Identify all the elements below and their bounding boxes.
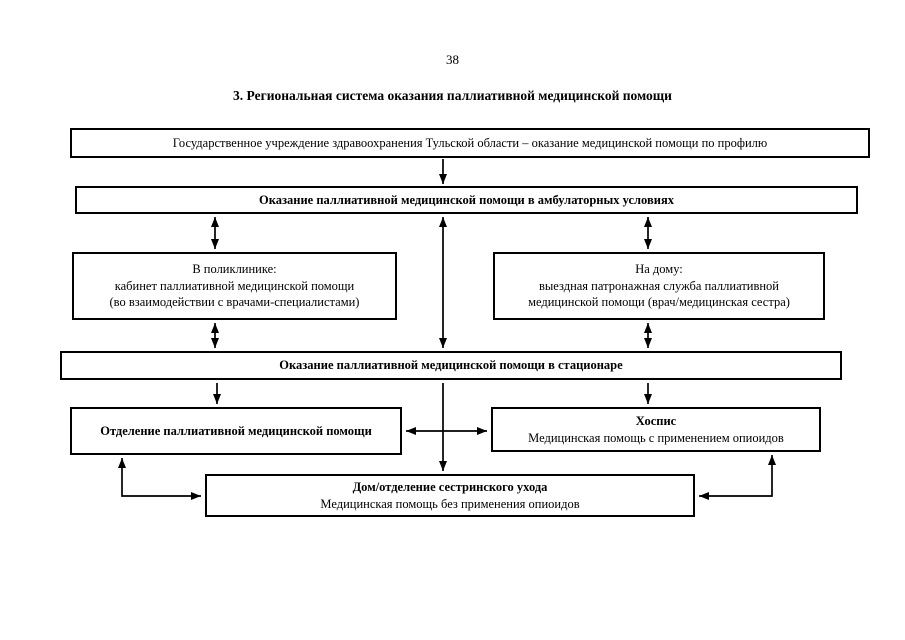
box-inpatient-care-label: Оказание паллиативной медицинской помощи… <box>279 358 623 373</box>
page-number: 38 <box>446 52 459 67</box>
box-outpatient-care-label: Оказание паллиативной медицинской помощи… <box>259 192 674 207</box>
nursing-subtitle: Медицинская помощь без применения опиоид… <box>320 496 580 511</box>
box-palliative-department-label: Отделение паллиативной медицинской помощ… <box>100 423 372 438</box>
arrow-hospice-nursing-elbow <box>699 455 776 500</box>
home-line-3: медицинской помощи (врач/медицинская сес… <box>528 295 790 310</box>
box-palliative-department: Отделение паллиативной медицинской помощ… <box>70 407 402 455</box>
box-gov-institution: Государственное учреждение здравоохранен… <box>70 128 870 158</box>
box-gov-institution-label: Государственное учреждение здравоохранен… <box>172 135 768 150</box>
box-outpatient-care: Оказание паллиативной медицинской помощи… <box>75 186 858 214</box>
box-polyclinic-cabinet: В поликлинике: кабинет паллиативной меди… <box>72 252 397 320</box>
polyclinic-line-1: В поликлинике: <box>192 262 277 277</box>
polyclinic-line-2: кабинет паллиативной медицинской помощи <box>114 278 355 293</box>
home-line-1: На дому: <box>635 262 683 277</box>
hospice-title: Хоспис <box>635 414 677 428</box>
arrow-department-nursing-elbow <box>118 458 201 500</box>
home-line-2: выездная патронажная служба паллиативной <box>539 278 779 293</box>
box-nursing-care-home: Дом/отделение сестринского ухода Медицин… <box>205 474 695 517</box>
box-home-patronage-service: На дому: выездная патронажная служба пал… <box>493 252 825 320</box>
box-inpatient-care: Оказание паллиативной медицинской помощи… <box>60 351 842 380</box>
box-hospice: Хоспис Медицинская помощь с применением … <box>491 407 821 452</box>
diagram-title: 3. Региональная система оказания паллиат… <box>233 88 672 103</box>
hospice-subtitle: Медицинская помощь с применением опиоидо… <box>528 430 784 445</box>
polyclinic-line-3: (во взаимодействии с врачами-специалиста… <box>109 295 360 310</box>
nursing-title: Дом/отделение сестринского ухода <box>352 480 548 494</box>
